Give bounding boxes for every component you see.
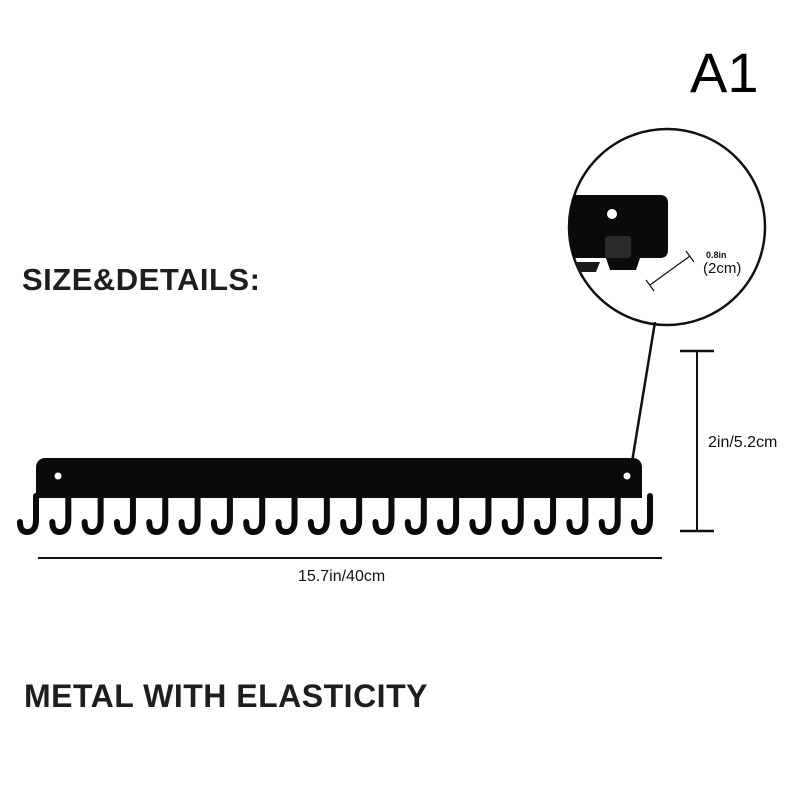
hook xyxy=(81,493,104,536)
hook xyxy=(307,493,330,536)
depth-dimension-cm: (2cm) xyxy=(703,260,742,277)
hook xyxy=(469,493,492,536)
height-dimension-line xyxy=(680,349,714,533)
hook xyxy=(210,493,233,536)
hook xyxy=(437,493,460,536)
hook xyxy=(146,493,169,536)
hook xyxy=(631,493,653,536)
height-dimension-label: 2in/5.2cm xyxy=(708,434,778,451)
hook xyxy=(534,493,557,536)
hook xyxy=(404,493,427,536)
hook xyxy=(178,493,201,536)
size-details-heading: SIZE&DETAILS: xyxy=(22,262,261,297)
hook xyxy=(501,493,524,536)
variant-label: A1 xyxy=(690,41,759,104)
hook xyxy=(49,493,72,536)
length-dimension-label: 15.7in/40cm xyxy=(298,568,386,585)
hook xyxy=(598,493,621,536)
zoom-circle-detail xyxy=(567,127,767,463)
hook xyxy=(113,493,136,536)
hook xyxy=(17,493,39,536)
depth-dimension-inches: 0.8in xyxy=(706,250,727,260)
hook xyxy=(243,493,266,536)
hook xyxy=(275,493,298,536)
wall-rack-illustration xyxy=(17,458,653,536)
hook xyxy=(340,493,363,536)
hook xyxy=(372,493,395,536)
material-heading: METAL WITH ELASTICITY xyxy=(24,678,428,714)
hook xyxy=(566,493,589,536)
